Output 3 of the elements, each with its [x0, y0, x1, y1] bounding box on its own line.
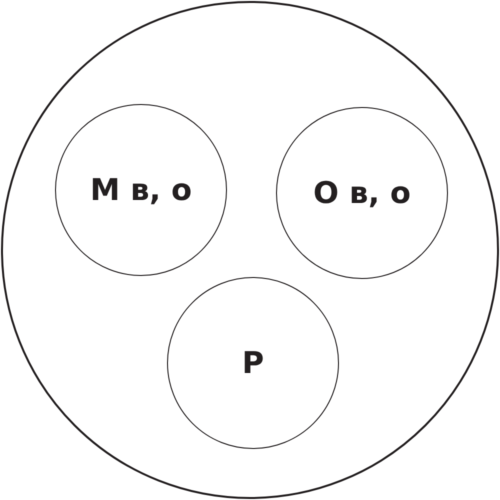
node-label: Р [242, 346, 264, 380]
node-label: М в, о [90, 172, 192, 208]
node-label: О в, о [313, 176, 411, 210]
